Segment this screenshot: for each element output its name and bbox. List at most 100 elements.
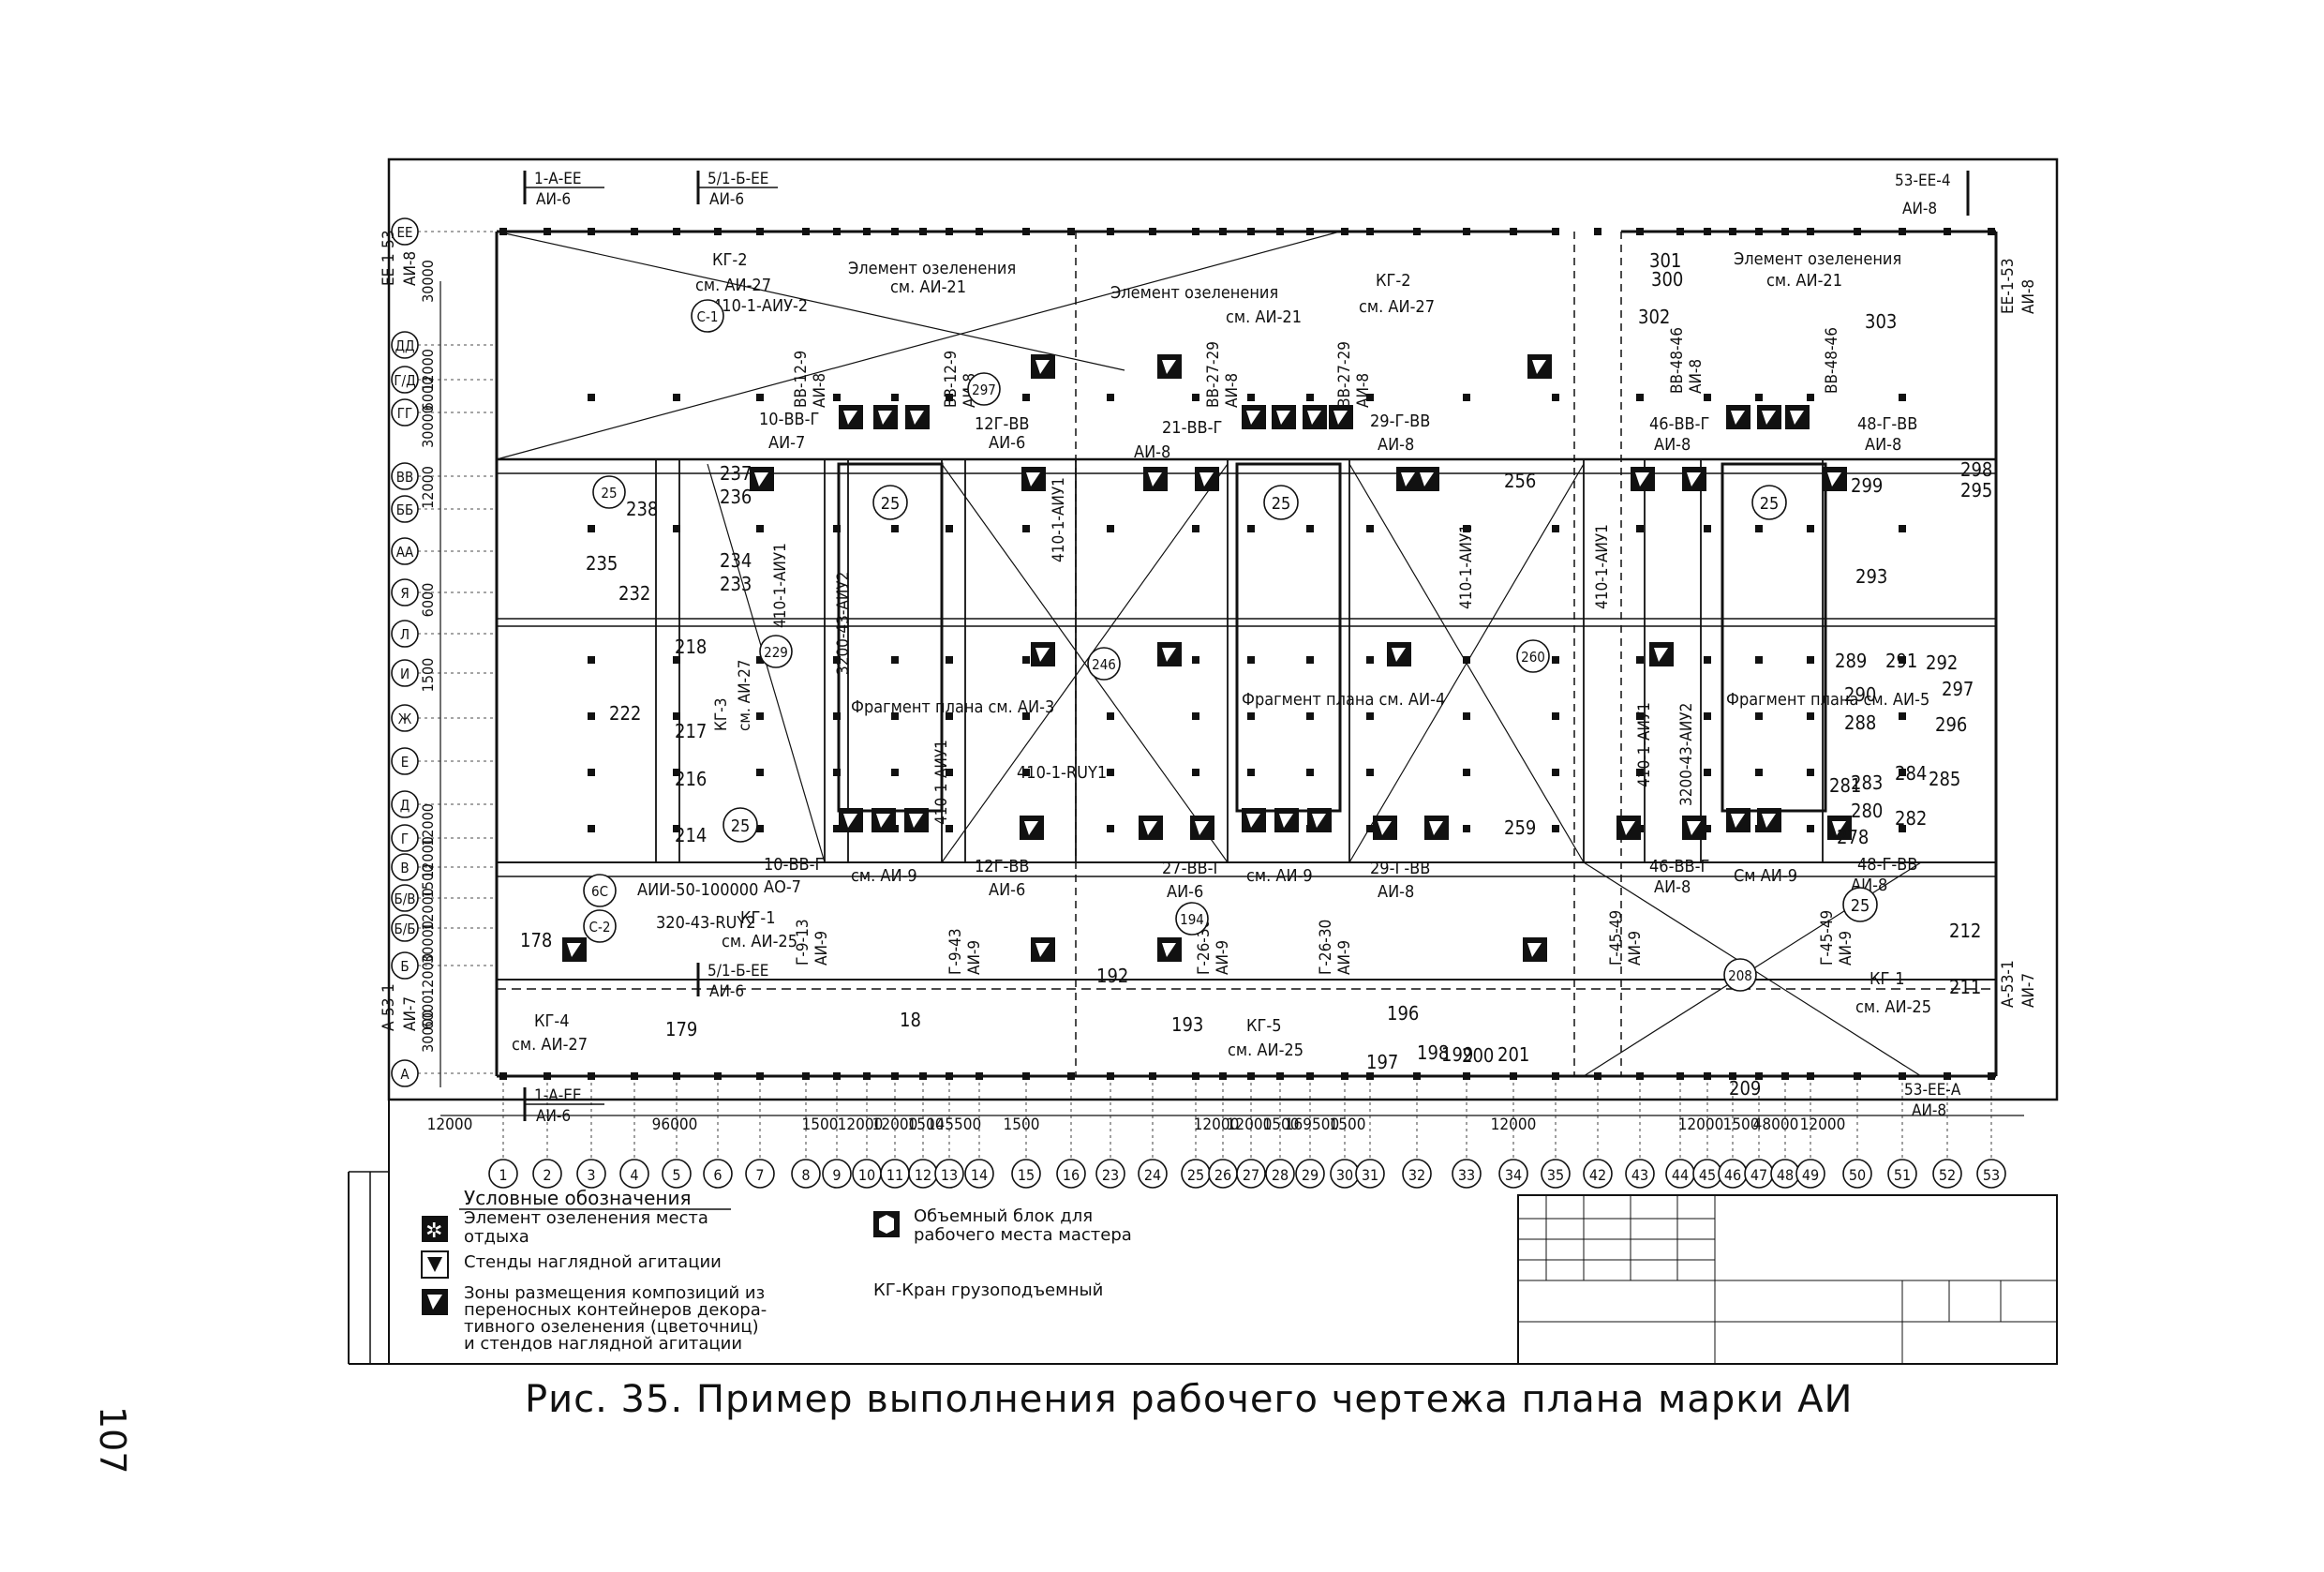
column-axis-29 (1295, 1159, 1325, 1189)
column (1944, 228, 1951, 235)
row-axis-label: Б/Б (394, 921, 415, 937)
note-sm_ai9_c: См АИ-9 (1734, 866, 1797, 886)
marker-label: С-2 (589, 919, 611, 936)
note-kg2_a_ref: см. АИ-27 (695, 276, 771, 295)
column (1755, 525, 1763, 532)
column (1192, 656, 1199, 664)
column (756, 228, 764, 235)
column (1552, 712, 1559, 720)
column (946, 825, 953, 832)
column (1755, 712, 1763, 720)
marker-194 (1175, 902, 1209, 936)
note-frag3: Фрагмент плана см. АИ-3 (851, 697, 1054, 717)
room-300: 300 (1651, 268, 1683, 291)
dimension-value: 12000 (419, 466, 437, 509)
note-s21: 21-ВВ-Г (1162, 418, 1222, 438)
column-axis-27 (1236, 1159, 1266, 1189)
column (673, 525, 680, 532)
column (919, 1072, 927, 1080)
note-s46: 46-ВВ-Г (1649, 414, 1709, 434)
room-278: 278 (1837, 826, 1869, 848)
column (1463, 1072, 1470, 1080)
column-axis-label: 10 (858, 1166, 875, 1184)
column (1704, 825, 1711, 832)
row-axis-label: ГГ (397, 405, 412, 422)
dimension-value: 6000 (419, 996, 437, 1030)
dimension-value: 12000 (419, 349, 437, 392)
note-kg2_b_ref: см. АИ-27 (1359, 297, 1435, 317)
stand-icon-glyph (1143, 821, 1157, 835)
column (1306, 769, 1314, 776)
column-axis-23 (1095, 1159, 1125, 1189)
column (891, 656, 899, 664)
row-axis-label: В (400, 860, 409, 876)
room-259: 259 (1504, 816, 1536, 839)
svg-text:✲: ✲ (425, 1220, 442, 1243)
dimension-value: 12000 (838, 1115, 884, 1134)
row-axis-7 (391, 578, 419, 606)
column (544, 228, 551, 235)
column (1366, 394, 1374, 401)
column-axis-label: 53 (1983, 1166, 2000, 1184)
row-axis-label: ЕЕ (396, 224, 412, 241)
stand-icon-glyph (1162, 360, 1176, 374)
stand-icon-glyph (1654, 648, 1668, 662)
section-mark-2-mid-ref: АИ-6 (709, 982, 744, 1001)
section-mark-1-top-ref: АИ-6 (536, 190, 571, 209)
note-v_g943: Г-9-43 (946, 928, 965, 975)
column (1413, 1072, 1421, 1080)
column-axis-label: 44 (1672, 1166, 1689, 1184)
column (1899, 712, 1906, 720)
row-axis-13 (391, 824, 419, 852)
marker-229 (759, 635, 793, 668)
column-axis-33 (1452, 1159, 1482, 1189)
column (1755, 656, 1763, 664)
stand-icon-glyph (567, 943, 581, 957)
marker-С-2 (583, 909, 617, 943)
column (588, 394, 595, 401)
stand-icon-glyph (1762, 411, 1776, 425)
column (1247, 525, 1255, 532)
column-axis-label: 14 (971, 1166, 988, 1184)
note-v_bb2729_ref: АИ-8 (1223, 373, 1242, 408)
section-right-top: ЕЕ-1-53 (1999, 258, 2018, 314)
column-axis-label: 42 (1589, 1166, 1606, 1184)
column (1341, 1072, 1348, 1080)
column-axis-label: 43 (1631, 1166, 1648, 1184)
note-v_bb2729b_ref: АИ-8 (1354, 373, 1373, 408)
column-axis-13 (934, 1159, 964, 1189)
column-axis-7 (745, 1159, 775, 1189)
column (673, 712, 680, 720)
note-s46b: 46-ВВ-Г (1649, 857, 1709, 876)
column (673, 656, 680, 664)
column (756, 656, 764, 664)
room-256: 256 (1504, 470, 1536, 492)
column (1552, 228, 1559, 235)
crane-line (941, 463, 1229, 863)
stand-icon-glyph (909, 814, 923, 828)
column (1067, 228, 1075, 235)
column (891, 712, 899, 720)
room-234: 234 (720, 549, 752, 572)
note-v_bb12_ref: АИ-8 (811, 373, 829, 408)
legend-crane: КГ-Кран грузоподъемный (873, 1280, 1103, 1300)
note-ruy2: 320-43-RUY2 (656, 913, 756, 933)
circle-label: 25 (1760, 494, 1780, 514)
column (1192, 228, 1199, 235)
legend-green-line1: Элемент озеленения места (464, 1208, 708, 1228)
dimension-value: 30000 (419, 921, 437, 964)
row-axis-1 (391, 331, 419, 359)
dimension-value: 30000 (419, 260, 437, 303)
note-v_g4549b: Г-45-49 (1818, 910, 1837, 966)
column (1022, 656, 1030, 664)
row-axis-label: И (400, 666, 410, 682)
column (1022, 228, 1030, 235)
column-axis-43 (1625, 1159, 1655, 1189)
marker-297 (967, 372, 1001, 406)
dimension-value: 12000 (1227, 1115, 1273, 1134)
column (1276, 1072, 1284, 1080)
section-left-top: ЕЕ-1-53 (380, 230, 398, 286)
stand-icon-glyph (1026, 472, 1040, 487)
note-s12b_ref: АИ-6 (989, 880, 1025, 900)
